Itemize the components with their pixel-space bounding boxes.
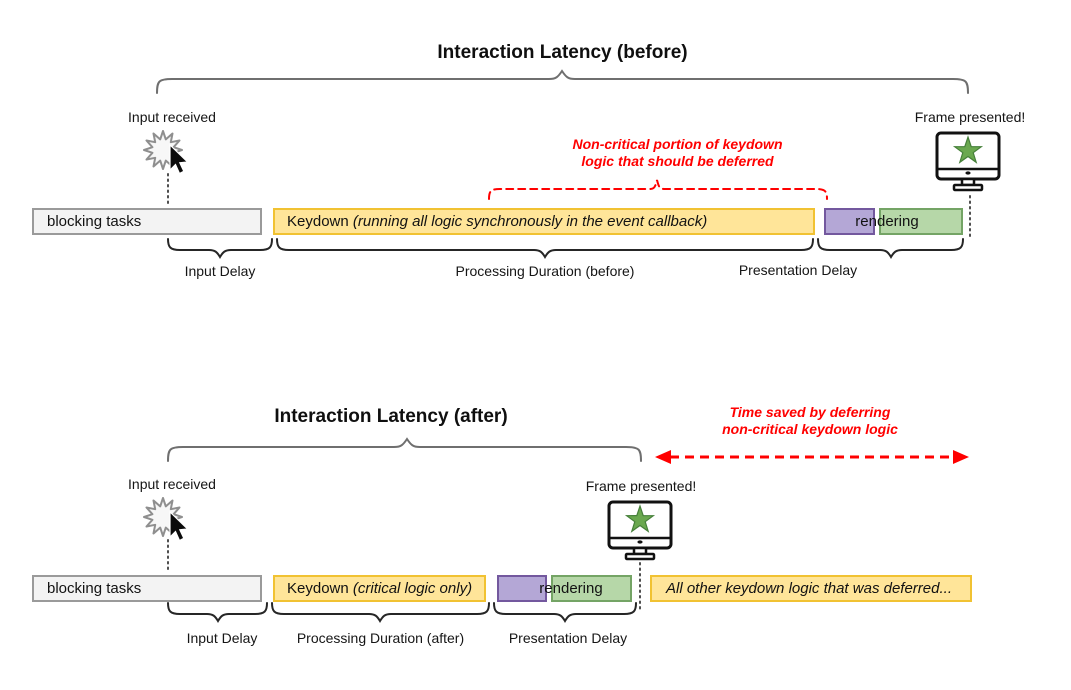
rendering-green-bar-before <box>879 208 963 235</box>
keydown-bar-after: Keydown (critical logic only) <box>273 575 486 602</box>
monitor-icon-after <box>607 500 673 561</box>
processing-duration-label-after: Processing Duration (after) <box>296 630 465 646</box>
deferral-note-line1: Non-critical portion of keydown <box>572 136 783 152</box>
monitor-stand-base <box>624 552 656 561</box>
interaction-latency-after-brace <box>167 437 642 462</box>
keydown-label-after: Keydown (critical logic only) <box>287 580 473 597</box>
presentation-delay-brace-before <box>817 238 964 259</box>
input-burst-icon-after <box>143 497 189 542</box>
processing-duration-brace-before <box>276 238 814 259</box>
keydown-bar-before: Keydown (running all logic synchronously… <box>273 208 815 235</box>
interaction-latency-before-brace <box>156 69 969 94</box>
rendering-green-bar-after <box>551 575 632 602</box>
input-delay-label-before: Input Delay <box>184 263 256 279</box>
non-critical-portion-dashed-brace <box>488 179 828 200</box>
processing-duration-label-before: Processing Duration (before) <box>455 263 635 279</box>
rendering-purple-bar-before <box>824 208 875 235</box>
time-saved-note: Time saved by deferring non-critical key… <box>690 404 930 438</box>
monitor-stand-base <box>952 183 984 192</box>
input-delay-brace-after <box>167 602 268 623</box>
input-delay-brace-before <box>167 238 273 259</box>
blocking-tasks-bar-before: blocking tasks <box>32 208 262 235</box>
time-saved-arrowhead-left <box>655 450 671 464</box>
blocking-tasks-label-before: blocking tasks <box>47 213 142 230</box>
processing-duration-brace-after <box>271 602 490 623</box>
blocking-tasks-label-after: blocking tasks <box>47 580 142 597</box>
input-received-label-before: Input received <box>128 109 216 125</box>
presentation-delay-brace-after <box>493 602 637 623</box>
rendering-label-before: rendering <box>855 213 919 230</box>
time-saved-arrowhead-right <box>953 450 969 464</box>
monitor-bezel-dot <box>637 540 643 544</box>
deferral-note: Non-critical portion of keydown logic th… <box>540 136 815 170</box>
burst-shape <box>143 497 183 537</box>
cursor-icon <box>169 143 189 175</box>
keydown-label-before: Keydown (running all logic synchronously… <box>287 213 708 230</box>
star-icon <box>952 135 984 164</box>
rendering-label-after: rendering <box>539 580 603 597</box>
rendering-purple-bar-after <box>497 575 547 602</box>
deferral-note-line2: logic that should be deferred <box>581 153 774 169</box>
presentation-delay-label-before: Presentation Delay <box>738 262 858 278</box>
monitor-bezel-dot <box>965 171 971 175</box>
monitor-icon-before <box>935 131 1001 192</box>
frame-presented-label-before: Frame presented! <box>914 109 1026 125</box>
blocking-tasks-bar-after: blocking tasks <box>32 575 262 602</box>
input-burst-icon <box>143 130 189 175</box>
after-title: Interaction Latency (after) <box>274 406 508 427</box>
time-saved-note-line2: non-critical keydown logic <box>722 421 898 437</box>
burst-shape <box>143 130 183 170</box>
star-icon <box>624 504 656 533</box>
deferred-keydown-label: All other keydown logic that was deferre… <box>666 580 952 597</box>
before-title: Interaction Latency (before) <box>437 42 688 63</box>
deferred-keydown-bar: All other keydown logic that was deferre… <box>650 575 972 602</box>
cursor-icon <box>169 510 189 542</box>
input-delay-label-after: Input Delay <box>186 630 258 646</box>
time-saved-note-line1: Time saved by deferring <box>729 404 891 420</box>
input-received-label-after: Input received <box>128 476 216 492</box>
presentation-delay-label-after: Presentation Delay <box>508 630 628 646</box>
frame-presented-label-after: Frame presented! <box>585 478 697 494</box>
